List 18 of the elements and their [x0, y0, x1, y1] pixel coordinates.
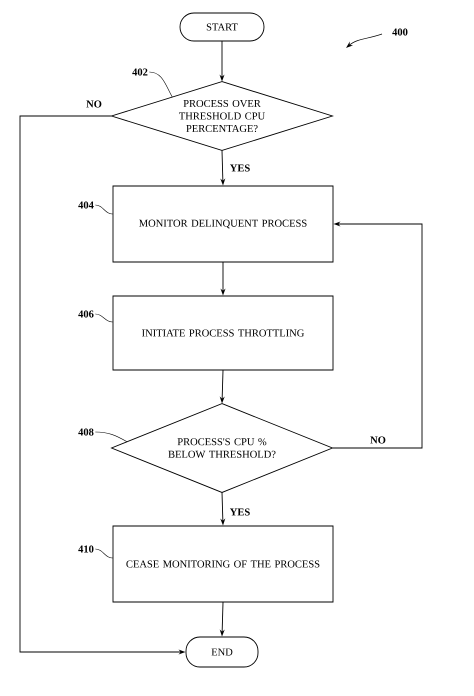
leader-line	[149, 72, 173, 98]
process-box: CEASE MONITORING OF THE PROCESS	[112, 526, 334, 602]
reference-numeral: 406	[78, 310, 94, 318]
leader-line	[95, 314, 113, 322]
leader-line	[95, 204, 113, 214]
reference-numeral: 410	[78, 545, 94, 553]
edge-label: YES	[230, 508, 250, 516]
reference-numeral: 404	[78, 201, 94, 209]
edge-label: NO	[86, 100, 102, 108]
process-box: MONITOR DELINQUENT PROCESS	[112, 186, 334, 262]
leader-line	[95, 548, 113, 558]
figure-number: 400	[392, 28, 408, 36]
reference-numeral: 402	[132, 68, 148, 76]
edge-label: NO	[370, 436, 386, 444]
leader-line	[95, 432, 128, 442]
reference-numeral: 408	[78, 428, 94, 436]
edge-label: YES	[230, 164, 250, 172]
process-box: INITIATE PROCESS THROTTLING	[112, 296, 334, 370]
